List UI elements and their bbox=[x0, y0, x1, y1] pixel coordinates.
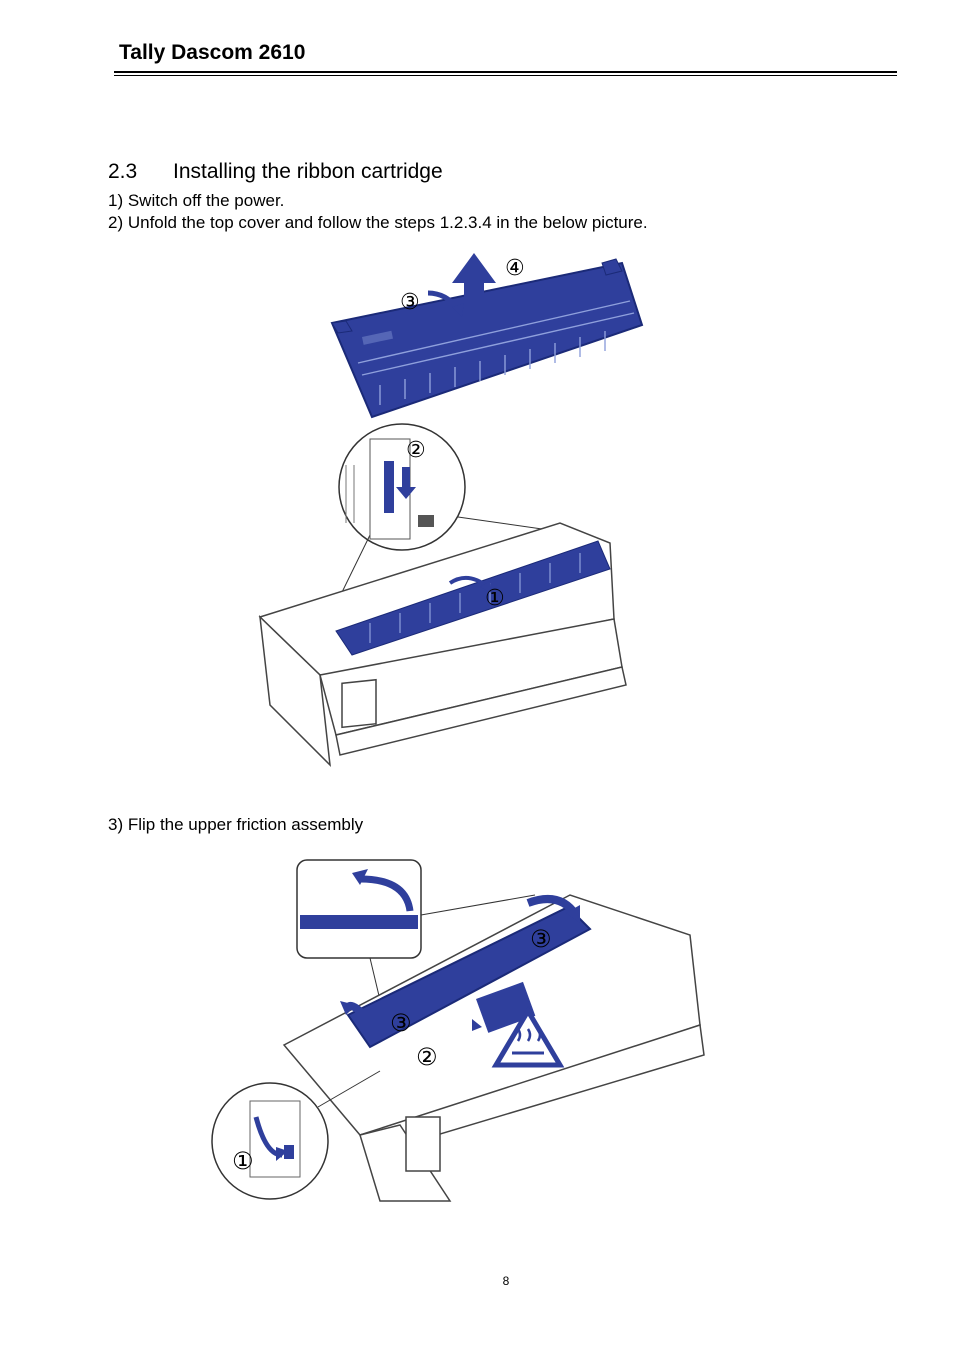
figure-flip-friction-assembly: ③ ③ ② ① bbox=[211, 859, 705, 1202]
lift-arrow bbox=[452, 253, 496, 319]
section-number: 2.3 bbox=[108, 160, 138, 183]
detail-inset-top bbox=[296, 859, 536, 1001]
page-number: 8 bbox=[502, 1274, 510, 1288]
top-cover-part bbox=[330, 258, 644, 419]
callout-2: ② bbox=[416, 1043, 438, 1071]
callout-1: ① bbox=[232, 1147, 254, 1175]
step-2-text: 2) Unfold the top cover and follow the s… bbox=[108, 213, 648, 232]
section-heading: 2.3 Installing the ribbon cartridge bbox=[108, 160, 443, 184]
figure-remove-top-cover: ④ ③ ② ① bbox=[258, 253, 644, 768]
hot-surface-warning-icon bbox=[491, 1006, 565, 1068]
step-3-text: 3) Flip the upper friction assembly bbox=[108, 815, 364, 834]
callout-3-right: ③ bbox=[530, 925, 552, 953]
callout-3-left: ③ bbox=[390, 1009, 412, 1037]
callout-3: ③ bbox=[400, 290, 420, 315]
section-title: Installing the ribbon cartridge bbox=[173, 160, 443, 183]
callout-2: ② bbox=[406, 438, 426, 463]
detail-inset bbox=[321, 423, 571, 634]
header-rule-thin bbox=[114, 75, 897, 76]
header-rule bbox=[114, 71, 897, 73]
step-1-text: 1) Switch off the power. bbox=[108, 191, 285, 210]
document-title: Tally Dascom 2610 bbox=[119, 41, 306, 64]
detail-inset-bottom bbox=[211, 1070, 381, 1200]
callout-4: ④ bbox=[505, 256, 525, 281]
callout-1: ① bbox=[485, 586, 505, 611]
